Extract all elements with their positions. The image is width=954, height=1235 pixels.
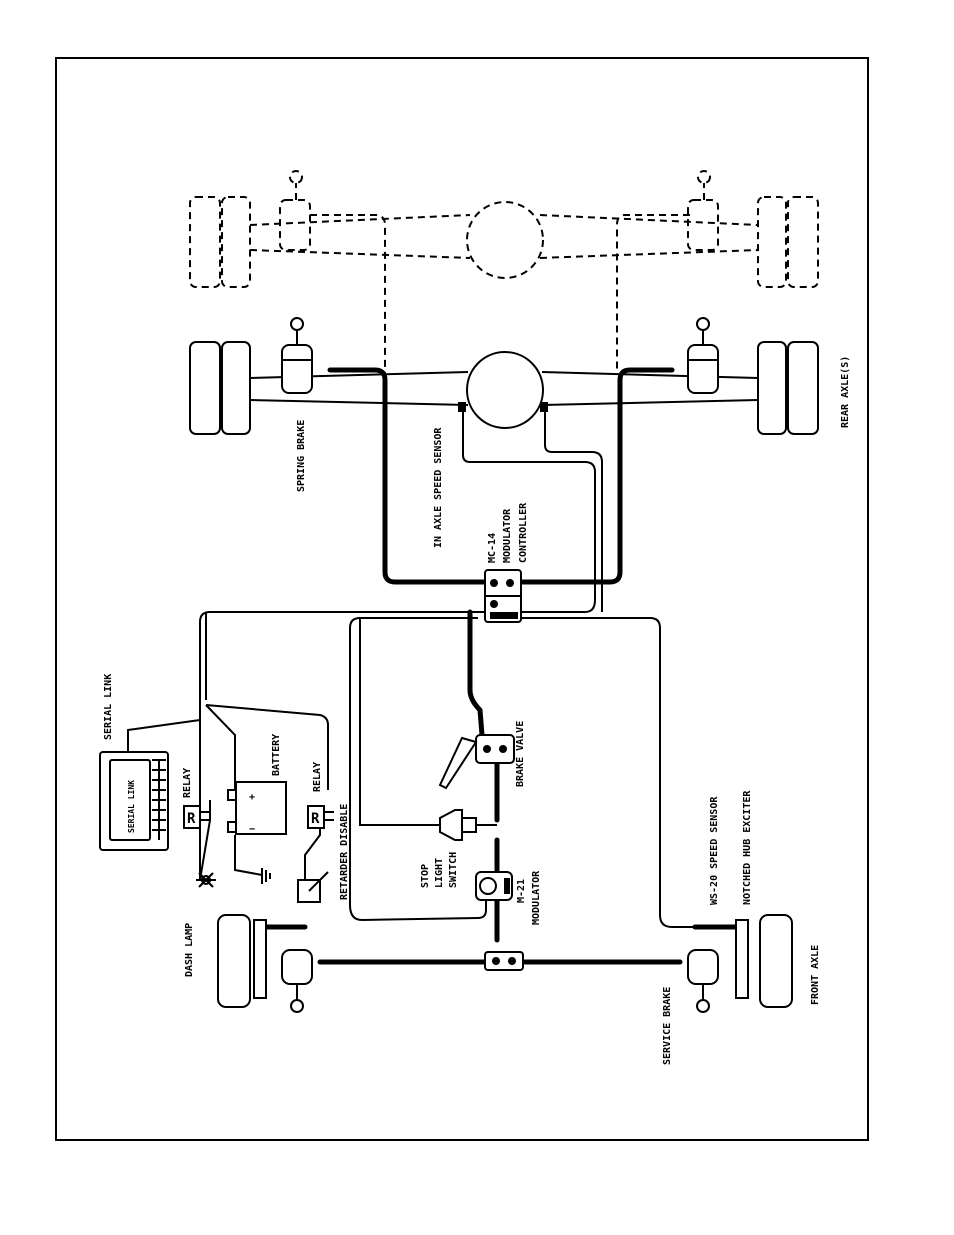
stop-light-switch (439, 809, 497, 841)
rear-left-tire-outer (189, 341, 221, 435)
label-serial-link-box: SERIAL LINK (127, 780, 136, 833)
front-right-tire (759, 914, 793, 1008)
relay-left-r: R (187, 811, 196, 827)
battery (227, 781, 287, 884)
relay-right (307, 805, 334, 829)
label-service-brake: SERVICE BRAKE (662, 987, 673, 1065)
front-axle (217, 914, 793, 1013)
spring-brake-left (281, 344, 313, 394)
label-front-axle: FRONT AXLE (810, 945, 821, 1005)
rear-differential (466, 351, 544, 429)
label-in-axle-speed-sensor: IN AXLE SPEED SENSOR (433, 427, 444, 548)
retarder-disable-switch (297, 871, 329, 903)
air-lines (262, 367, 738, 965)
labels: REAR AXLE(S) SPRING BRAKE IN AXLE SPEED … (103, 356, 851, 1065)
diagram-frame (55, 57, 869, 1141)
label-light: LIGHT (434, 858, 445, 888)
notched-hub-exciter-left (253, 919, 267, 999)
label-mc14: MC-14 (487, 533, 498, 563)
label-brake-valve: BRAKE VALVE (515, 721, 526, 787)
label-m21-modulator: MODULATOR (531, 870, 542, 925)
brake-pedal (438, 736, 478, 790)
front-relay-valve (484, 951, 524, 971)
label-relay-right: RELAY (312, 762, 323, 792)
label-m21: M-21 (516, 879, 527, 903)
mc14-modulator-controller (484, 569, 522, 623)
label-relay-left: RELAY (182, 768, 193, 798)
tandem-rear-axle-dashed (189, 170, 819, 375)
rear-right-tire-inner (757, 341, 787, 435)
label-battery: BATTERY (271, 734, 282, 776)
serial-link-terminal (99, 751, 169, 851)
service-brake-right (687, 949, 719, 985)
rear-right-tire-outer (787, 341, 819, 435)
relay-right-r: R (311, 811, 320, 827)
battery-minus: − (249, 824, 255, 835)
label-rear-axle: REAR AXLE(S) (840, 356, 851, 428)
m21-modulator (475, 871, 513, 901)
label-dash-lamp: DASH LAMP (184, 923, 195, 977)
in-axle-sensor-right (540, 402, 548, 412)
notched-hub-exciter-right (735, 919, 749, 999)
in-axle-sensor-left (458, 402, 466, 412)
relay-left (183, 805, 210, 829)
rear-axle (189, 317, 819, 435)
label-ws20-speed-sensor: WS-20 SPEED SENSOR (709, 796, 720, 905)
label-modulator: MODULATOR (502, 508, 513, 563)
label-stop: STOP (420, 864, 431, 888)
service-brake-left (281, 949, 313, 985)
front-left-tire (217, 914, 251, 1008)
label-switch: SWITCH (448, 852, 459, 888)
spring-brake-right (687, 344, 719, 394)
battery-plus: + (249, 792, 255, 803)
rear-left-tire-inner (221, 341, 251, 435)
label-retarder-disable: RETARDER DISABLE (339, 804, 350, 900)
label-controller: CONTROLLER (518, 502, 529, 563)
dash-lamp (196, 872, 216, 888)
brake-valve (438, 734, 515, 790)
label-spring-brake: SPRING BRAKE (296, 420, 307, 492)
electrical-wiring (127, 412, 710, 928)
label-serial-link: SERIAL LINK (103, 674, 114, 740)
label-notched-hub-exciter: NOTCHED HUB EXCITER (742, 790, 753, 905)
